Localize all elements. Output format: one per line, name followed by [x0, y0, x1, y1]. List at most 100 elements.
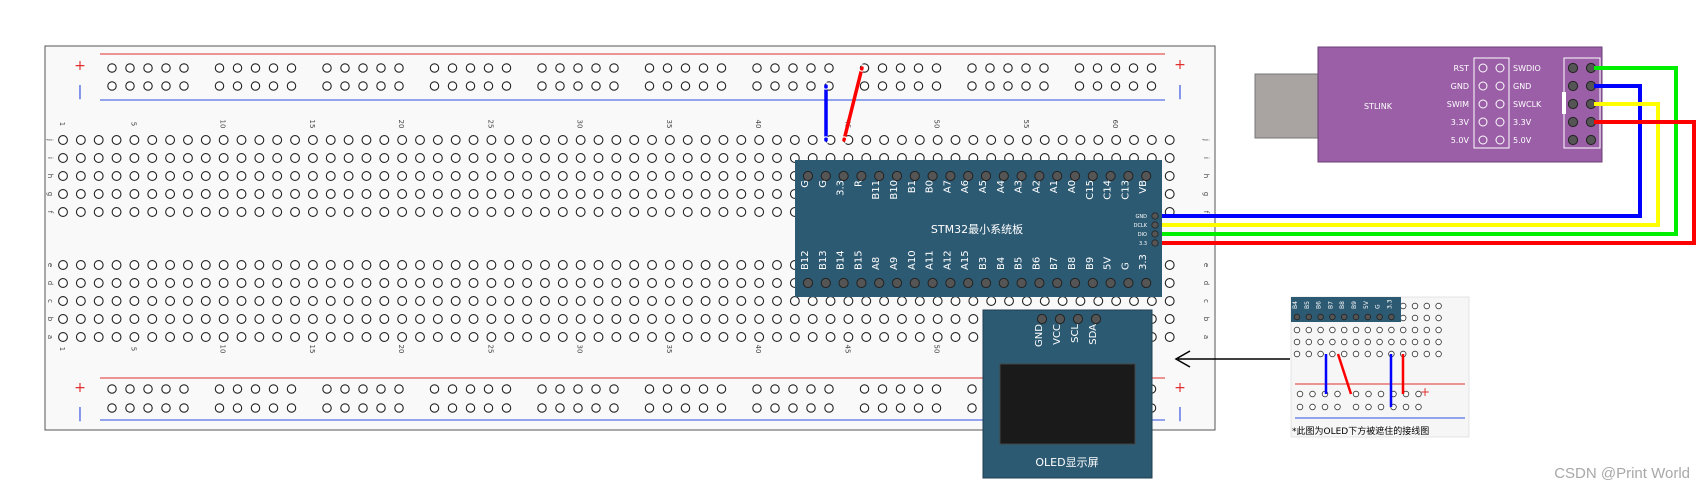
- stlink-pin: [1495, 135, 1505, 145]
- inset-pin-label: B9: [1351, 301, 1358, 309]
- inset-hole: [1293, 326, 1301, 334]
- rail-hole: [591, 81, 601, 91]
- breadboard-hole: [325, 189, 336, 199]
- breadboard-hole: [200, 207, 211, 217]
- breadboard-hole: [682, 314, 693, 324]
- breadboard-hole: [914, 296, 925, 306]
- stlink-pin: [1495, 117, 1505, 127]
- breadboard-hole: [468, 332, 479, 342]
- breadboard-hole: [807, 296, 818, 306]
- rail-hole: [340, 81, 350, 91]
- breadboard-hole: [861, 314, 872, 324]
- rail-hole: [662, 403, 673, 413]
- breadboard-hole: [307, 296, 318, 306]
- breadboard-hole: [165, 153, 176, 163]
- rail-hole: [268, 384, 279, 394]
- rail-hole: [537, 403, 547, 413]
- rail-hole: [698, 81, 709, 91]
- breadboard-hole: [200, 314, 211, 324]
- breadboard-hole: [165, 207, 176, 217]
- rail-hole: [286, 384, 297, 394]
- inset-hole: [1334, 390, 1341, 398]
- oled-pin-label: SCL: [1070, 324, 1081, 343]
- breadboard-hole: [593, 189, 604, 199]
- breadboard-hole: [1164, 296, 1175, 306]
- breadboard-hole: [700, 332, 711, 342]
- breadboard-hole: [450, 296, 461, 306]
- breadboard-hole: [754, 278, 765, 288]
- stm32-title: STM32最小系统板: [931, 222, 1023, 236]
- oled-pin: [1090, 313, 1102, 325]
- rail-hole: [322, 384, 332, 394]
- column-number: 15: [308, 345, 316, 354]
- breadboard-hole: [718, 332, 729, 342]
- breadboard-hole: [165, 189, 176, 199]
- rail-hole: [107, 384, 117, 394]
- breadboard-hole: [183, 207, 193, 217]
- inset-pin: [1305, 313, 1312, 321]
- breadboard-hole: [896, 296, 907, 306]
- stm32-pin-label: B9: [1085, 257, 1096, 270]
- breadboard-hole: [432, 260, 443, 270]
- rail-hole: [107, 403, 117, 413]
- breadboard-hole: [557, 153, 568, 163]
- breadboard-hole: [147, 314, 158, 324]
- rail-hole: [788, 63, 798, 73]
- breadboard-hole: [968, 135, 979, 145]
- breadboard-hole: [58, 278, 68, 288]
- breadboard-hole: [504, 135, 515, 145]
- inset-hole: [1388, 338, 1395, 346]
- breadboard-hole: [236, 135, 247, 145]
- inset-hole: [1415, 403, 1422, 411]
- column-number: 50: [933, 120, 941, 129]
- wires: [822, 64, 1696, 245]
- rail-hole: [967, 384, 977, 394]
- breadboard-hole: [879, 135, 890, 145]
- inset-hole: [1364, 350, 1371, 358]
- breadboard-hole: [290, 314, 300, 324]
- rail-hole: [895, 81, 906, 91]
- breadboard-hole: [682, 332, 693, 342]
- breadboard-hole: [468, 171, 479, 181]
- breadboard-hole: [432, 171, 443, 181]
- stm32-pin-label: B10: [889, 180, 900, 200]
- breadboard-hole: [950, 296, 961, 306]
- breadboard-hole: [1164, 153, 1175, 163]
- rail-hole: [644, 63, 655, 73]
- rail-hole: [340, 63, 350, 73]
- breadboard-hole: [611, 278, 622, 288]
- breadboard-hole: [682, 171, 693, 181]
- breadboard-hole: [1129, 135, 1139, 145]
- breadboard-hole: [754, 296, 765, 306]
- breadboard-hole: [647, 135, 657, 145]
- breadboard-hole: [629, 332, 640, 342]
- rail-hole: [537, 81, 547, 91]
- breadboard-hole: [772, 278, 782, 288]
- rail-hole: [232, 384, 243, 394]
- breadboard-hole: [272, 314, 283, 324]
- inset-pin: [1340, 313, 1348, 321]
- oled-pin-label: GND: [1034, 324, 1045, 347]
- breadboard-hole: [450, 314, 461, 324]
- breadboard-hole: [664, 332, 675, 342]
- breadboard-hole: [629, 278, 640, 288]
- breadboard-hole: [522, 296, 533, 306]
- stlink-right-label: 3.3V: [1513, 118, 1532, 127]
- row-letter: j: [46, 138, 54, 141]
- rail-hole: [465, 81, 476, 91]
- breadboard-hole: [218, 332, 229, 342]
- rail-hole: [125, 384, 135, 394]
- stm32-bottom-pin: [856, 277, 867, 289]
- breadboard-hole: [664, 207, 675, 217]
- stlink-swd-pin: [1585, 134, 1597, 146]
- breadboard-hole: [664, 278, 675, 288]
- breadboard-hole: [415, 332, 425, 342]
- rail-hole: [1039, 63, 1049, 73]
- breadboard-hole: [736, 189, 747, 199]
- breadboard-hole: [700, 260, 711, 270]
- rail-hole: [232, 403, 243, 413]
- breadboard-hole: [593, 135, 604, 145]
- breadboard-hole: [379, 332, 390, 342]
- breadboard-hole: [1146, 296, 1157, 306]
- stlink-pin: [1478, 63, 1488, 73]
